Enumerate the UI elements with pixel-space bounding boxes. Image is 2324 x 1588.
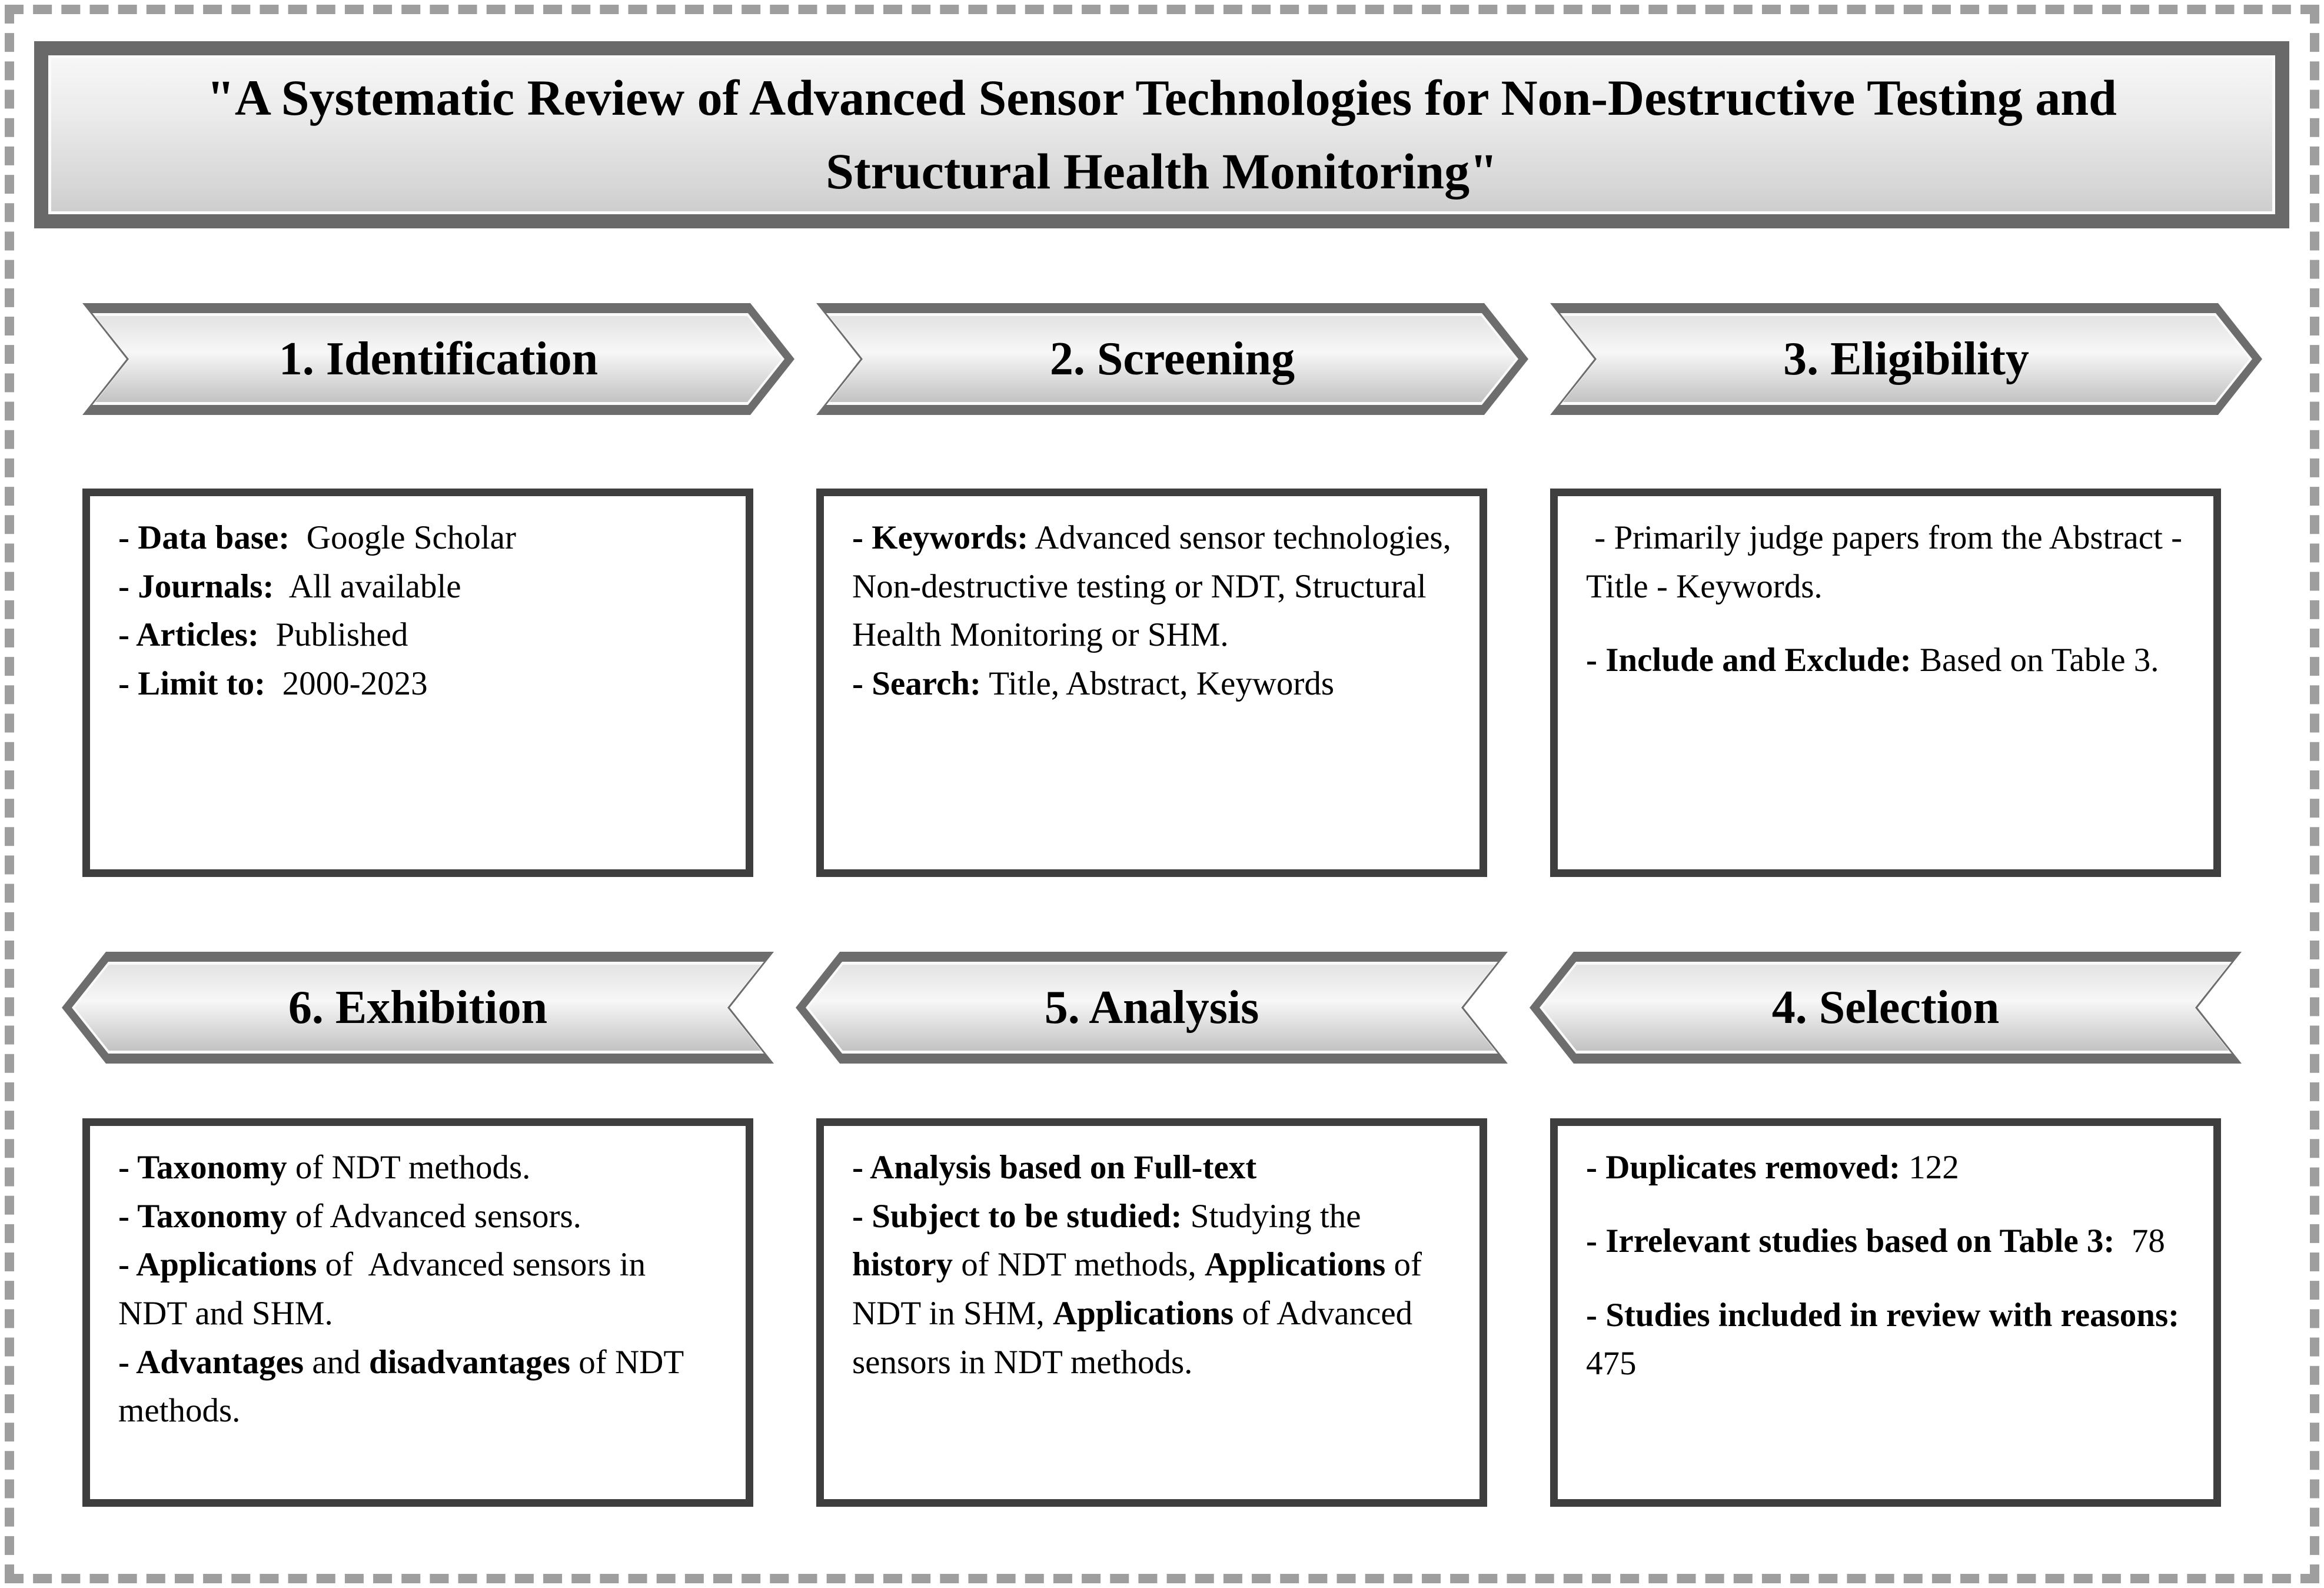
banner-label-analysis: 5. Analysis xyxy=(1044,981,1259,1034)
banner-analysis: 5. Analysis xyxy=(796,952,1508,1064)
box-text-analysis: - Analysis based on Full-text- Subject t… xyxy=(852,1149,1431,1381)
banner-label-eligibility: 3. Eligibility xyxy=(1783,333,2029,385)
chevron-fill xyxy=(75,965,761,1051)
chevron-fill xyxy=(1563,316,2249,402)
box-screening: - Keywords: Advanced sensor technologies… xyxy=(816,489,1487,877)
box-eligibility: - Primarily judge papers from the Abstra… xyxy=(1550,489,2221,877)
box-analysis: - Analysis based on Full-text- Subject t… xyxy=(816,1118,1487,1507)
banner-label-selection: 4. Selection xyxy=(1771,981,2000,1034)
chevron-fill xyxy=(809,965,1495,1051)
box-text-identification: - Data base: Google Scholar- Journals: A… xyxy=(118,519,516,702)
banner-label-identification: 1. Identification xyxy=(278,333,599,385)
title-box: "A Systematic Review of Advanced Sensor … xyxy=(34,41,2289,228)
chevron-fill xyxy=(1542,965,2229,1051)
chevron-fill xyxy=(95,316,782,402)
box-text-screening: - Keywords: Advanced sensor technologies… xyxy=(852,519,1460,702)
banner-eligibility: 3. Eligibility xyxy=(1550,303,2262,415)
banner-screening: 2. Screening xyxy=(816,303,1528,415)
banner-label-screening: 2. Screening xyxy=(1049,333,1295,385)
banner-selection: 4. Selection xyxy=(1530,952,2242,1064)
banner-label-exhibition: 6. Exhibition xyxy=(288,981,548,1034)
figure-title: "A Systematic Review of Advanced Sensor … xyxy=(207,69,2117,200)
box-text-exhibition: - Taxonomy of NDT methods.- Taxonomy of … xyxy=(118,1149,692,1430)
banner-identification: 1. Identification xyxy=(82,303,794,415)
box-text-selection: - Duplicates removed: 122- Irrelevant st… xyxy=(1586,1149,2188,1383)
box-exhibition: - Taxonomy of NDT methods.- Taxonomy of … xyxy=(82,1118,753,1507)
box-selection: - Duplicates removed: 122- Irrelevant st… xyxy=(1550,1118,2221,1507)
box-text-eligibility: - Primarily judge papers from the Abstra… xyxy=(1586,519,2190,679)
chevron-fill xyxy=(829,316,1515,402)
banner-exhibition: 6. Exhibition xyxy=(62,952,774,1064)
box-identification: - Data base: Google Scholar- Journals: A… xyxy=(82,489,753,877)
